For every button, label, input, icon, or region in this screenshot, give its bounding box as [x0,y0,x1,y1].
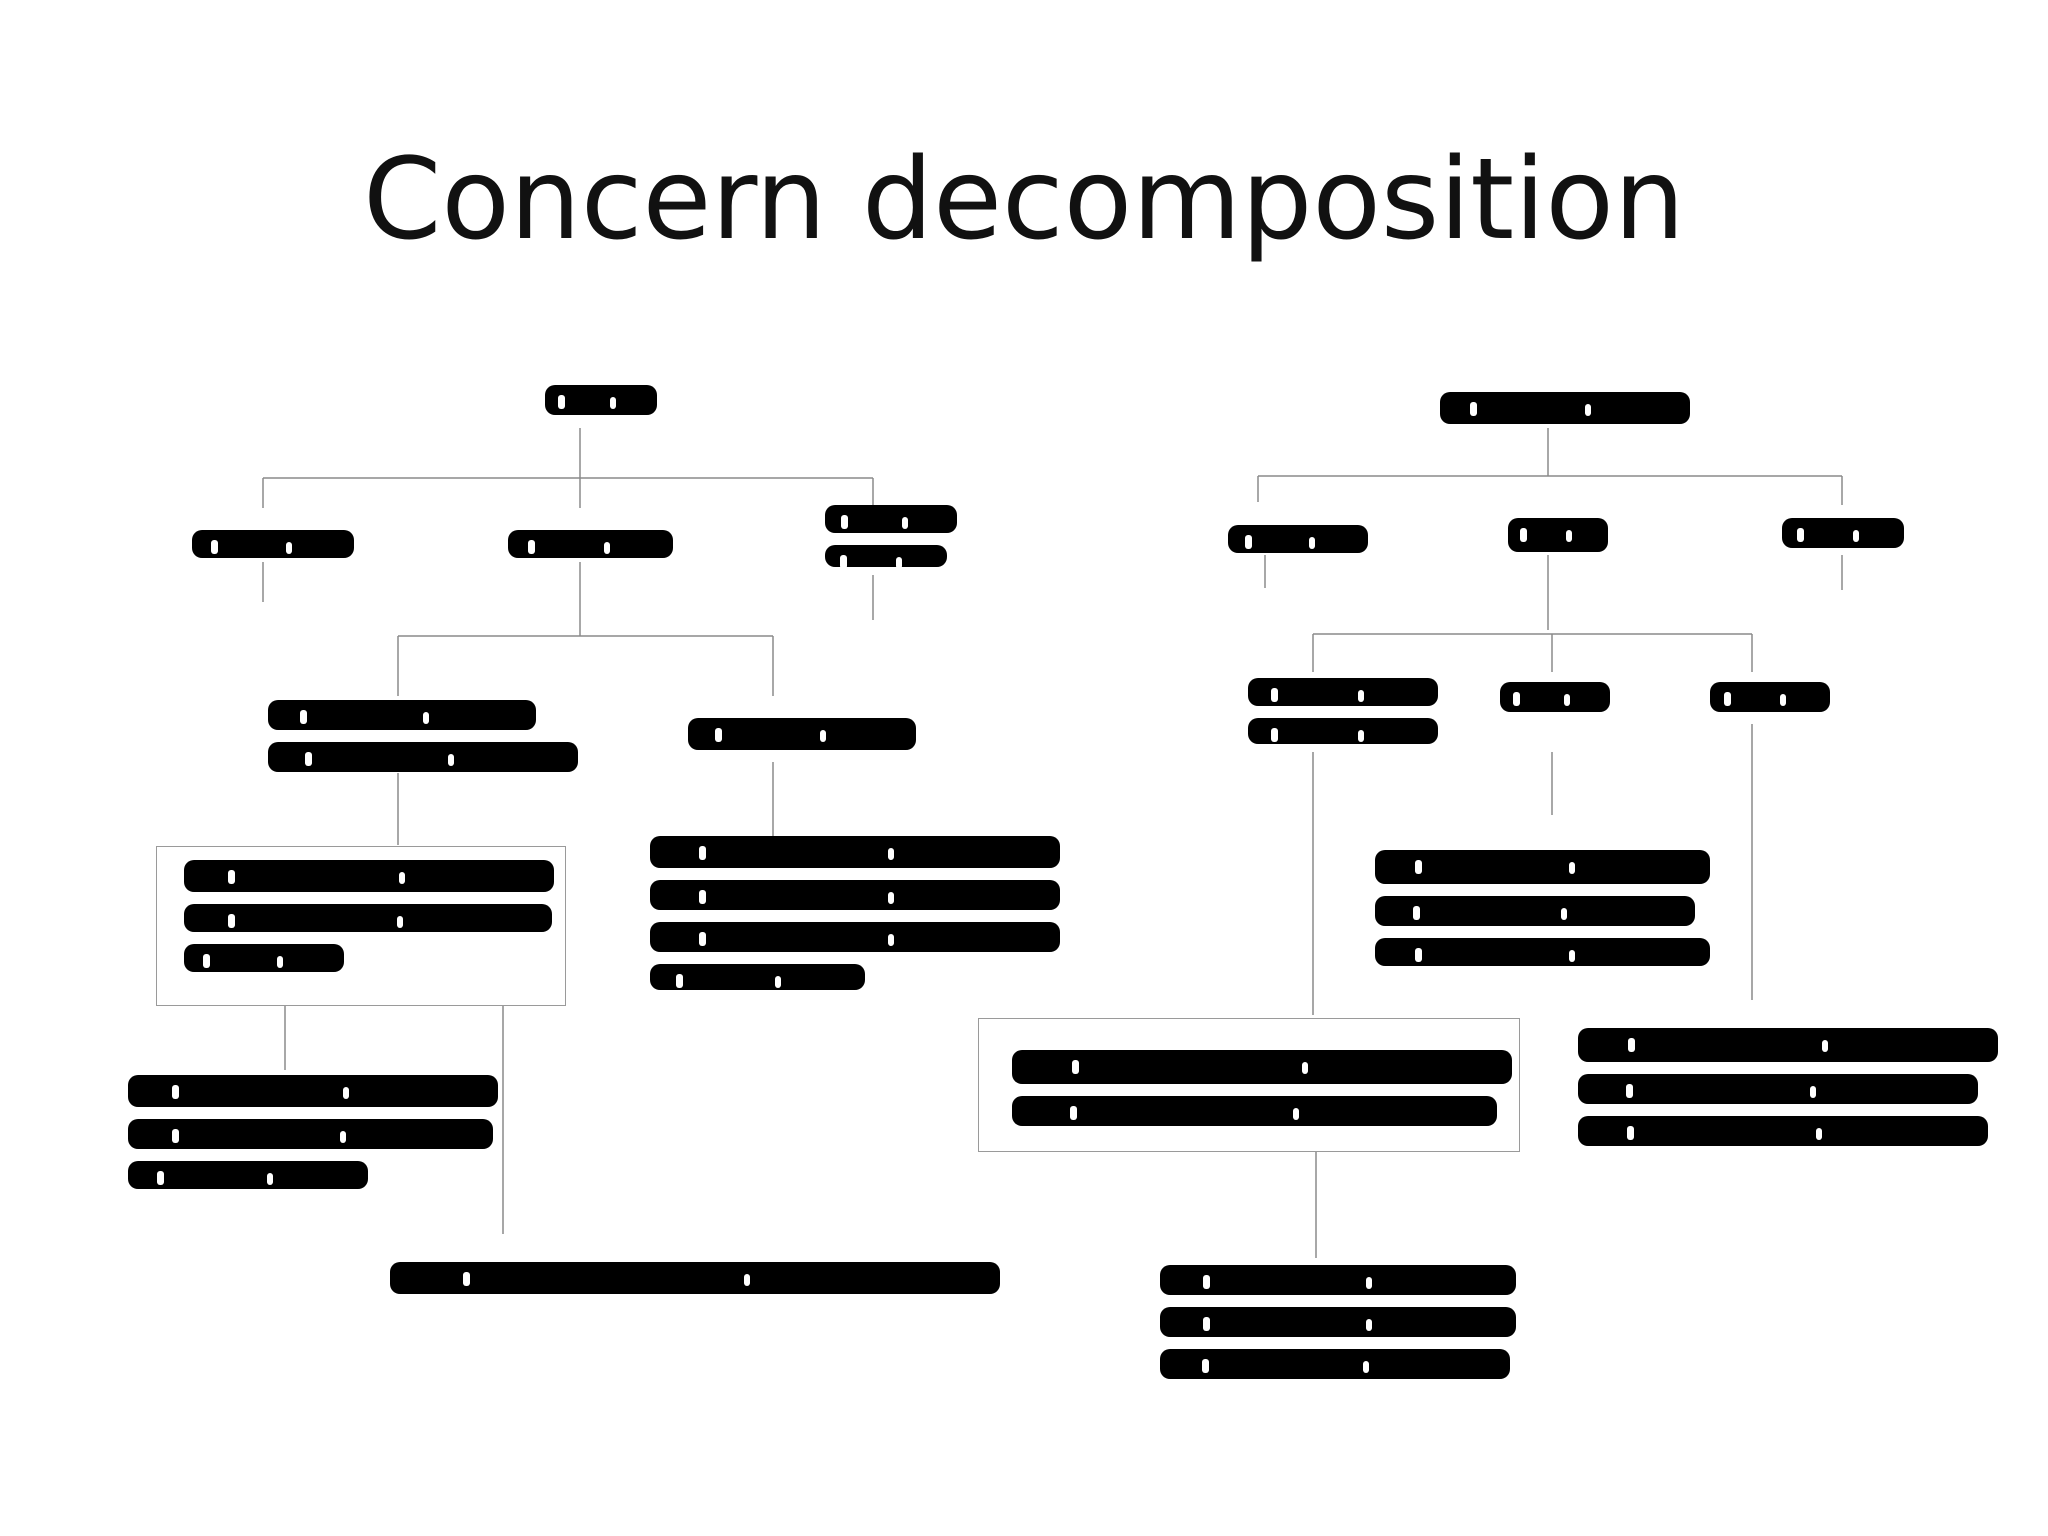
tree-node-left-child-2 [508,530,673,558]
tree-node-left-child-3 [825,505,957,569]
tree-node-right-child-3 [1782,518,1904,548]
tree-node-right-grandchild-3 [1710,682,1830,712]
tree-node-right-grandchild-2 [1500,682,1610,712]
tree-node-root-left [545,385,657,415]
boxed-node-frame-left [156,846,566,1006]
tree-node-left-grandchild-2 [688,718,916,750]
tree-node-left-leaf-3 [390,1262,1000,1294]
tree-node-left-leaf-2 [128,1075,498,1189]
tree-node-right-grandchild-1 [1248,678,1438,744]
tree-node-right-leaf-3 [1160,1265,1520,1379]
tree-node-right-leaf-1 [1375,850,1710,966]
tree-node-root-right [1440,392,1690,424]
tree-node-right-boxed-text [1012,1050,1522,1126]
tree-node-right-leaf-2 [1578,1028,1998,1146]
tree-node-right-child-1 [1228,525,1368,553]
tree-node-right-child-2 [1508,518,1608,552]
tree-node-left-boxed-text [184,860,554,972]
tree-node-left-child-1 [192,530,354,558]
tree-node-left-grandchild-1 [268,700,578,772]
tree-node-left-leaf-1 [650,836,1060,990]
slide-title: Concern decomposition [363,135,1685,265]
boxed-node-frame-right [978,1018,1520,1152]
